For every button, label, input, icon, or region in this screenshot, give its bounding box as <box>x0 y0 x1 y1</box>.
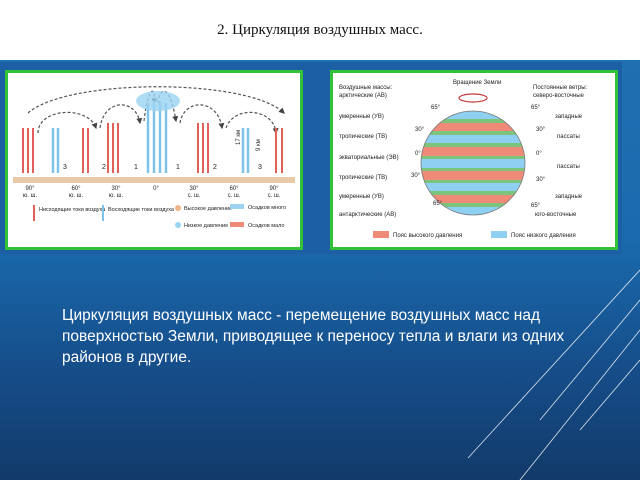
low-pressure-legend-icon <box>175 222 181 228</box>
height-label: 9 км <box>256 139 262 151</box>
globe <box>421 111 525 215</box>
cloud-icon <box>136 91 180 111</box>
wind-trades-n: пассаты <box>557 134 580 140</box>
lat-mark: 30° <box>411 173 421 179</box>
rotation-arrow-icon <box>458 93 488 103</box>
lat-deg: 60° <box>71 186 81 192</box>
air-mass-temperate-s: умеренные (УВ) <box>339 194 384 200</box>
polar-cell-right <box>225 111 279 135</box>
legend-precip-many: Осадков много <box>248 205 286 211</box>
descending-arrows <box>22 123 283 173</box>
ferrel-cell-right <box>179 104 225 130</box>
wind-trades-s: пассаты <box>557 164 580 170</box>
lat-mark: 0° <box>415 151 421 157</box>
air-mass-tropical-s: тропические (ТВ) <box>339 175 387 181</box>
legend-high-pressure: Высокое давление <box>184 206 232 212</box>
cell-number: 3 <box>258 164 262 171</box>
precip-many-legend-icon <box>230 204 244 209</box>
lat-deg: 0° <box>153 186 159 192</box>
cell-number: 2 <box>213 164 217 171</box>
lat-hem: ю. ш. <box>23 193 38 199</box>
cell-number: 1 <box>176 164 180 171</box>
upper-flow <box>27 86 285 114</box>
high-pressure-belt-swatch <box>373 231 389 238</box>
legend-ascending: Восходящие токи воздуха <box>108 207 175 213</box>
precip-few-legend-icon <box>230 222 244 227</box>
wind-westerly-s: западные <box>555 194 583 200</box>
lat-mark: 65° <box>431 105 441 111</box>
air-mass-arctic: арктические (АВ) <box>339 93 387 99</box>
legend-low-belt: Пояс низкого давления <box>511 233 576 239</box>
lat-deg: 90° <box>25 186 35 192</box>
lat-hem: ю. ш. <box>109 193 124 199</box>
ascending-arrows <box>51 101 250 173</box>
air-masses-globe-diagram: Вращение Земли Воздушные массы: арктичес… <box>330 70 618 250</box>
ground-strip <box>13 177 295 183</box>
lat-mark: 30° <box>536 177 546 183</box>
slide-title: 2. Циркуляция воздушных масс. <box>217 22 423 38</box>
air-mass-temperate-n: умеренные (УВ) <box>339 114 384 120</box>
lat-deg: 60° <box>229 186 239 192</box>
lat-hem: с. ш. <box>228 193 241 199</box>
wind-ne: северо-восточные <box>533 93 585 99</box>
lat-mark: 65° <box>531 203 541 209</box>
lat-deg: 90° <box>269 186 279 192</box>
lat-mark: 30° <box>536 127 546 133</box>
air-mass-tropical-n: тропические (ТВ) <box>339 134 387 140</box>
high-pressure-legend-icon <box>175 205 181 211</box>
polar-cell-left <box>37 111 98 134</box>
cell-number: 1 <box>134 164 138 171</box>
legend-precip-few: Осадков мало <box>248 223 284 229</box>
lat-deg: 30° <box>189 186 199 192</box>
lat-mark: 0° <box>536 151 542 157</box>
lat-deg: 30° <box>111 186 121 192</box>
legend-high-belt: Пояс высокого давления <box>393 233 462 239</box>
height-label: 17 км <box>236 130 242 145</box>
rotation-label: Вращение Земли <box>453 80 502 86</box>
lat-hem: с. ш. <box>268 193 281 199</box>
masses-header: Воздушные массы: <box>339 85 393 91</box>
wind-se: юго-восточные <box>535 212 577 218</box>
cell-number: 3 <box>63 164 67 171</box>
lat-mark: 65° <box>531 105 541 111</box>
winds-header: Постоянные ветры: <box>533 85 588 91</box>
lat-mark: 65° <box>433 201 443 207</box>
lat-hem: ю. ш. <box>69 193 84 199</box>
air-mass-equatorial: экваториальные (ЭВ) <box>339 155 399 161</box>
air-mass-antarctic: антарктические (АВ) <box>339 212 396 218</box>
definition-text: Циркуляция воздушных масс - перемещение … <box>62 307 565 366</box>
legend-low-pressure: Низкое давление <box>184 223 228 229</box>
legend-descending: Нисходящие токи воздуха <box>39 207 106 213</box>
low-pressure-belt-swatch <box>491 231 507 238</box>
lat-mark: 30° <box>415 127 425 133</box>
cell-number: 2 <box>102 164 106 171</box>
wind-westerly-n: западные <box>555 114 583 120</box>
circulation-cells-diagram: 3 2 1 1 2 3 17 км 9 км 90° ю. ш. 60° ю. … <box>5 70 303 250</box>
globe-outline <box>420 110 526 216</box>
lat-hem: с. ш. <box>188 193 201 199</box>
ferrel-cell-left <box>99 104 143 129</box>
